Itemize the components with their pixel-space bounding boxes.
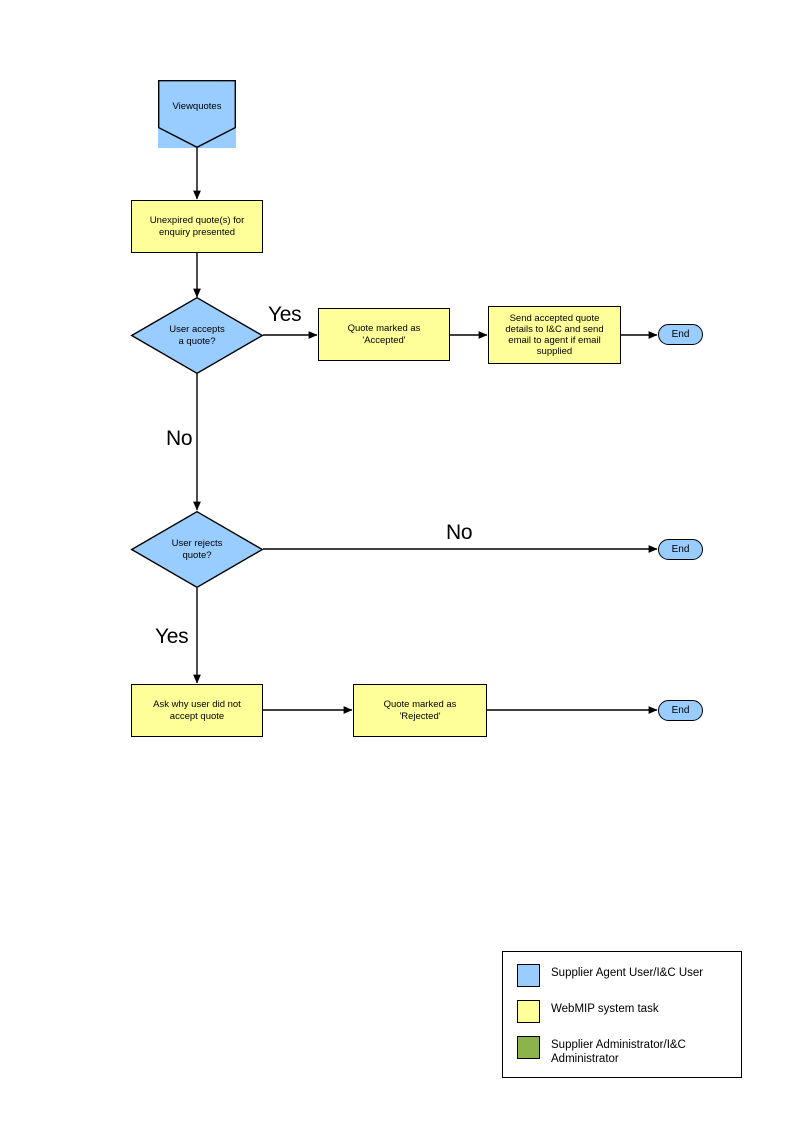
legend-box: Supplier Agent User/I&C User WebMIP syst… [502,951,742,1078]
diamond-outline [131,297,263,374]
node-ask-why-label: Ask why user did not accept quote [153,699,241,722]
legend-item-system: WebMIP system task [517,1000,741,1023]
node-start-viewquotes[interactable]: Viewquotes [158,80,236,148]
node-decision-user-accepts-label: User accepts a quote? [169,324,225,347]
legend-item-actor: Supplier Agent User/I&C User [517,964,741,987]
edge-label-reject-no: No [446,521,473,544]
node-unexpired-quotes-label: Unexpired quote(s) for enquiry presented [149,215,245,238]
node-end-no-reject-label: End [671,543,690,555]
node-end-accepted-label: End [671,328,690,340]
node-send-accepted-details-label: Send accepted quote details to I&C and s… [505,312,604,358]
edge-label-accept-yes: Yes [268,303,302,326]
node-end-accepted[interactable]: End [658,324,703,345]
node-end-rejected[interactable]: End [658,700,703,721]
node-unexpired-quotes[interactable]: Unexpired quote(s) for enquiry presented [131,200,263,253]
legend-item-admin: Supplier Administrator/I&C Administrator [517,1036,741,1067]
node-send-accepted-details[interactable]: Send accepted quote details to I&C and s… [488,306,621,364]
node-decision-user-accepts[interactable]: User accepts a quote? [131,297,263,374]
node-ask-why[interactable]: Ask why user did not accept quote [131,684,263,737]
node-decision-user-rejects[interactable]: User rejects quote? [131,511,263,588]
node-start-label: Viewquotes [172,101,222,113]
diamond-outline [131,511,263,588]
admin-swatch [517,1036,540,1059]
node-quote-marked-rejected[interactable]: Quote marked as 'Rejected' [353,684,487,737]
pentagon-outline [158,80,236,148]
legend-item-actor-label: Supplier Agent User/I&C User [551,967,704,979]
edge-label-reject-yes: Yes [155,625,189,648]
system-swatch [517,1000,540,1023]
node-quote-marked-rejected-label: Quote marked as 'Rejected' [383,699,457,722]
node-decision-user-rejects-label: User rejects quote? [171,538,223,561]
node-quote-marked-accepted[interactable]: Quote marked as 'Accepted' [318,308,450,361]
node-end-rejected-label: End [671,704,690,716]
node-quote-marked-accepted-label: Quote marked as 'Accepted' [347,323,421,346]
node-end-no-reject[interactable]: End [658,539,703,560]
actor-swatch [517,964,540,987]
legend-item-system-label: WebMIP system task [551,1003,659,1015]
legend-item-admin-label: Supplier Administrator/I&C Administrator [551,1039,686,1065]
edge-label-accept-no: No [166,427,193,450]
